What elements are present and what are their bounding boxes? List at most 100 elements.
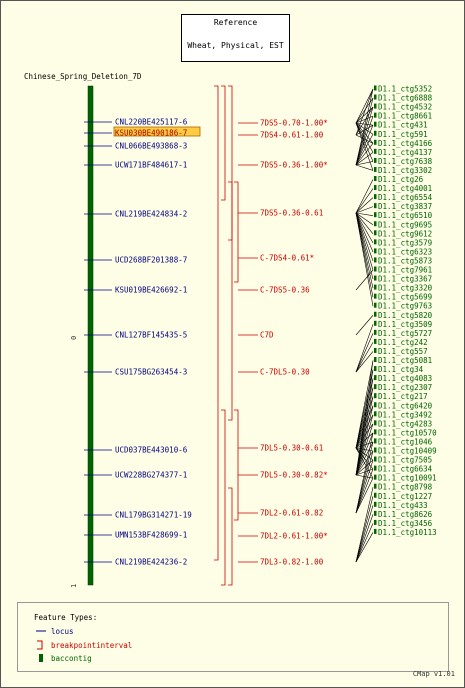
- contig-bar[interactable]: [374, 194, 377, 200]
- map-baccontig-bar[interactable]: [87, 85, 94, 586]
- contig-label[interactable]: D1.1_ctg5352: [378, 85, 432, 94]
- contig-bar[interactable]: [374, 284, 377, 290]
- contig-bar[interactable]: [374, 465, 377, 471]
- contig-bar[interactable]: [374, 176, 377, 181]
- interval-label[interactable]: 7DS5-0.70-1.00*: [260, 119, 328, 128]
- interval-label[interactable]: C7D: [260, 331, 274, 340]
- contig-bar[interactable]: [374, 411, 377, 417]
- breakpoint-bracket[interactable]: [221, 409, 226, 586]
- contig-label[interactable]: D1.1_ctg3456: [378, 519, 433, 528]
- interval-label[interactable]: 7DL2-0.61-0.82: [260, 509, 323, 518]
- contig-bar[interactable]: [374, 239, 377, 245]
- contig-bar[interactable]: [374, 166, 377, 172]
- contig-bar[interactable]: [374, 94, 377, 100]
- interval-label[interactable]: 7DL3-0.82-1.00: [260, 558, 324, 567]
- contig-label[interactable]: D1.1_ctg7638: [378, 157, 433, 166]
- contig-label[interactable]: D1.1_ctg4083: [378, 374, 432, 383]
- contig-label[interactable]: D1.1_ctg8798: [378, 483, 433, 492]
- contig-label[interactable]: D1.1_ctg6420: [378, 401, 433, 410]
- interval-label[interactable]: C-7DL5-0.30: [260, 368, 310, 377]
- contig-bar[interactable]: [374, 483, 377, 489]
- contig-bar[interactable]: [374, 492, 377, 498]
- interval-label[interactable]: 7DS5-0.36-0.61: [260, 209, 323, 218]
- contig-label[interactable]: D1.1_ctg10113: [378, 528, 437, 537]
- map-title[interactable]: Chinese_Spring_Deletion_7D: [24, 72, 142, 81]
- contig-bar[interactable]: [374, 157, 377, 163]
- contig-bar[interactable]: [374, 121, 377, 127]
- contig-label[interactable]: D1.1_ctg3579: [378, 238, 432, 247]
- contig-label[interactable]: D1.1_ctg591: [378, 130, 428, 139]
- locus-label[interactable]: CNL219BE424834-2: [115, 210, 187, 219]
- contig-label[interactable]: D1.1_ctg3367: [378, 275, 432, 284]
- locus-label[interactable]: CNL179BG314271-19: [115, 511, 192, 520]
- breakpoint-bracket[interactable]: [228, 85, 233, 421]
- contig-label[interactable]: D1.1_ctg3837: [378, 202, 432, 211]
- contig-bar[interactable]: [374, 447, 377, 453]
- contig-bar[interactable]: [374, 230, 377, 236]
- contig-label[interactable]: D1.1_ctg3509: [378, 320, 432, 329]
- contig-bar[interactable]: [374, 456, 377, 462]
- interval-label[interactable]: 7DL5-0.30-0.61: [260, 444, 323, 453]
- contig-label[interactable]: D1.1_ctg431: [378, 121, 428, 130]
- contig-bar[interactable]: [374, 357, 377, 362]
- contig-bar[interactable]: [374, 85, 377, 91]
- locus-label[interactable]: UCW228BG274377-1: [115, 471, 187, 480]
- contig-bar[interactable]: [374, 148, 377, 154]
- breakpoint-bracket[interactable]: [234, 181, 239, 283]
- contig-label[interactable]: D1.1_ctg6510: [378, 211, 433, 220]
- interval-label[interactable]: 7DS5-0.36-1.00*: [260, 161, 328, 170]
- contig-bar[interactable]: [374, 329, 377, 335]
- interval-label[interactable]: 7DL2-0.61-1.00*: [260, 532, 328, 541]
- contig-label[interactable]: D1.1_ctg5873: [378, 256, 432, 265]
- interval-label[interactable]: C-7DS4-0.61*: [260, 254, 314, 263]
- contig-label[interactable]: D1.1_ctg5699: [378, 293, 432, 302]
- locus-label[interactable]: UCD268BF201388-7: [115, 256, 187, 265]
- contig-label[interactable]: D1.1_ctg3302: [378, 166, 432, 175]
- locus-label[interactable]: KSU019BE426692-1: [115, 286, 187, 295]
- locus-label[interactable]: UCD037BE443010-6: [115, 446, 188, 455]
- contig-label[interactable]: D1.1_ctg1227: [378, 492, 432, 501]
- contig-bar[interactable]: [374, 293, 377, 299]
- contig-label[interactable]: D1.1_ctg6554: [378, 193, 433, 202]
- contig-bar[interactable]: [374, 474, 377, 480]
- contig-bar[interactable]: [374, 438, 377, 444]
- contig-bar[interactable]: [374, 112, 377, 118]
- contig-bar[interactable]: [374, 311, 377, 317]
- contig-bar[interactable]: [374, 203, 377, 209]
- contig-label[interactable]: D1.1_ctg4532: [378, 103, 432, 112]
- contig-bar[interactable]: [374, 501, 377, 507]
- locus-label[interactable]: CSU175BG263454-3: [115, 368, 187, 377]
- contig-bar[interactable]: [374, 302, 377, 308]
- contig-bar[interactable]: [374, 185, 377, 191]
- contig-label[interactable]: D1.1_ctg3320: [378, 284, 433, 293]
- contig-bar[interactable]: [374, 257, 377, 263]
- contig-label[interactable]: D1.1_ctg217: [378, 392, 428, 401]
- contig-bar[interactable]: [374, 347, 377, 353]
- contig-bar[interactable]: [374, 338, 377, 344]
- contig-label[interactable]: D1.1_ctg2307: [378, 383, 432, 392]
- breakpoint-bracket[interactable]: [214, 85, 219, 561]
- breakpoint-bracket[interactable]: [228, 181, 233, 241]
- locus-label[interactable]: UCW171BF484617-1: [115, 161, 187, 170]
- contig-bar[interactable]: [374, 528, 377, 534]
- contig-label[interactable]: D1.1_ctg8661: [378, 112, 432, 121]
- contig-bar[interactable]: [374, 275, 377, 281]
- contig-bar[interactable]: [374, 375, 377, 381]
- locus-label[interactable]: KSU030BE490186-7: [115, 129, 187, 138]
- contig-bar[interactable]: [374, 384, 377, 390]
- interval-label[interactable]: 7DL5-0.30-0.82*: [260, 471, 328, 480]
- contig-label[interactable]: D1.1_ctg4166: [378, 139, 433, 148]
- locus-label[interactable]: CNL220BE425117-6: [115, 118, 188, 127]
- contig-bar[interactable]: [374, 139, 377, 145]
- locus-highlight-box[interactable]: [113, 126, 201, 137]
- contig-label[interactable]: D1.1_ctg242: [378, 338, 428, 347]
- contig-label[interactable]: D1.1_ctg6634: [378, 465, 433, 474]
- contig-bar[interactable]: [374, 212, 377, 218]
- contig-bar[interactable]: [374, 103, 377, 109]
- contig-bar[interactable]: [374, 429, 377, 435]
- contig-label[interactable]: D1.1_ctg1046: [378, 437, 433, 446]
- contig-bar[interactable]: [374, 130, 377, 136]
- contig-label[interactable]: D1.1_ctg7505: [378, 456, 432, 465]
- contig-label[interactable]: D1.1_ctg10409: [378, 447, 437, 456]
- contig-bar[interactable]: [374, 320, 377, 326]
